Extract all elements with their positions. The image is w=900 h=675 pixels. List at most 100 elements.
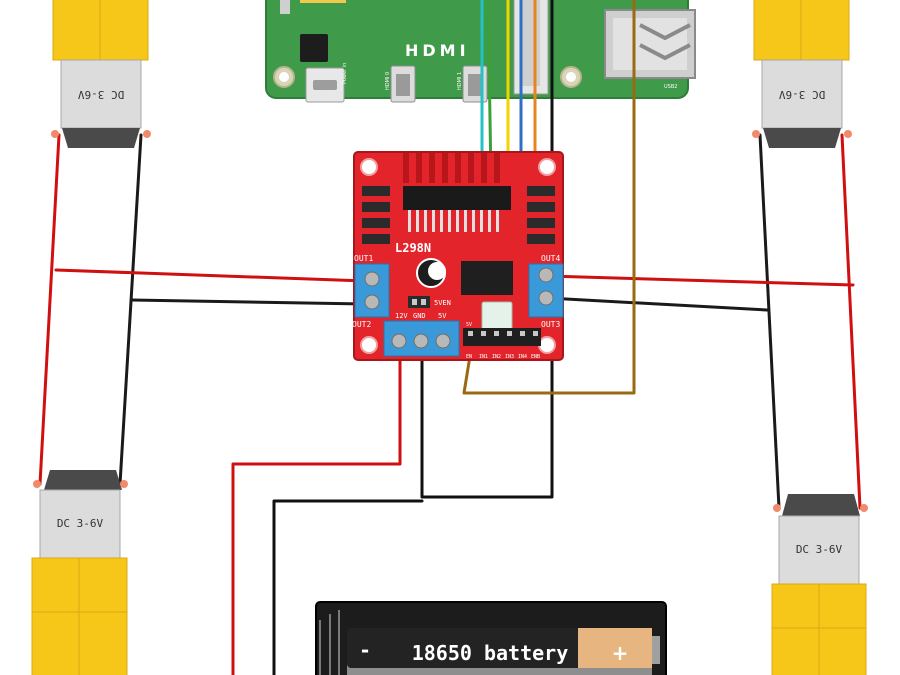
header-pin — [468, 331, 473, 336]
out2-label: OUT2 — [352, 320, 371, 329]
motor-can — [39, 489, 121, 559]
wire-red-battery — [231, 354, 402, 675]
motor-top-left: DC 3-6V — [51, 0, 151, 148]
header-pin-label: IN3 — [505, 354, 514, 360]
right-diodes — [527, 186, 555, 244]
usb-label: USB2 — [664, 84, 677, 90]
wire-red-out4 — [546, 274, 855, 287]
terminal-screw — [391, 333, 407, 349]
mount-hole — [360, 336, 378, 354]
header-pin-label: EN — [466, 354, 472, 360]
hdmi1-slot — [468, 74, 482, 96]
header-pin — [494, 331, 499, 336]
regulator — [461, 261, 513, 295]
control-header — [463, 328, 541, 346]
motor-label: DC 3-6V — [796, 543, 843, 556]
jumper-pin — [412, 299, 417, 305]
battery-terminal — [652, 636, 660, 664]
raspberry-pi-board: HDMI Power in HDMI 0 HDMI 1 USB2 — [265, 0, 696, 103]
camera-connector-slot — [522, 0, 540, 86]
wire-red-right-motors — [840, 133, 862, 510]
label-5v: 5V — [438, 312, 447, 320]
terminal-screw — [364, 271, 380, 287]
header-pin — [481, 331, 486, 336]
battery-wrap — [347, 628, 582, 668]
wire-black-out4 — [546, 296, 769, 312]
chip — [300, 34, 328, 62]
hdmi0-label: HDMI 0 — [385, 72, 391, 90]
wire-black-out1 — [130, 298, 367, 306]
battery-minus: - — [361, 638, 369, 662]
wire-red-left-motors — [38, 133, 61, 486]
hdmi0-slot — [396, 74, 410, 96]
terminal-screw — [364, 294, 380, 310]
pi-pad — [280, 0, 290, 14]
usb-port-detail — [639, 23, 691, 61]
wire-brown-ena — [462, 0, 636, 395]
terminal-screw — [538, 267, 554, 283]
mount-hole-inner — [279, 72, 289, 82]
header-pin-label: ENB — [531, 354, 540, 360]
power-port-slot — [313, 80, 337, 90]
terminal-screw — [413, 333, 429, 349]
heatsink — [403, 153, 500, 183]
jumper-pin — [421, 299, 426, 305]
header-pin — [520, 331, 525, 336]
motor-end-cap — [44, 470, 122, 490]
motor-terminal — [844, 130, 852, 138]
hdmi1-label: HDMI 1 — [457, 72, 463, 90]
label-gnd: GND — [413, 312, 426, 320]
motor-terminal — [773, 504, 781, 512]
motor-top-right: DC 3-6V — [752, 0, 852, 148]
header-pin-label: IN1 — [479, 354, 488, 360]
mount-hole-inner — [566, 72, 576, 82]
battery-positive-band — [578, 628, 652, 668]
capacitor-top — [428, 262, 446, 280]
motor-end-cap — [62, 128, 140, 148]
chip-pins — [408, 210, 499, 232]
motor-terminal — [33, 480, 41, 488]
header-pin-label: IN4 — [518, 354, 527, 360]
l298-chip — [403, 186, 511, 210]
wire-black-left-motors — [118, 133, 143, 486]
terminal-screw — [538, 290, 554, 306]
motor-terminal — [143, 130, 151, 138]
motor-can — [60, 59, 142, 129]
battery-spring — [319, 610, 340, 675]
hdmi-label: HDMI — [405, 41, 470, 60]
sven-label: 5VEN — [434, 299, 451, 307]
motor-end-cap — [782, 494, 860, 516]
motor-terminal — [120, 480, 128, 488]
terminal-screw — [435, 333, 451, 349]
wire-black-right-motors — [758, 133, 781, 510]
motor-can — [761, 59, 843, 129]
motor-label: DC 3-6V — [57, 517, 104, 530]
motor-terminal — [752, 130, 760, 138]
motor-bottom-left: DC 3-6V — [31, 470, 128, 675]
motor-label: DC 3-6V — [77, 88, 124, 101]
battery-plus: + — [612, 641, 629, 665]
battery-holder: - 18650 battery + — [315, 601, 667, 675]
mount-hole — [538, 336, 556, 354]
header-pin — [507, 331, 512, 336]
header-pin-label: IN2 — [492, 354, 501, 360]
out1-label: OUT1 — [354, 254, 373, 263]
out4-label: OUT4 — [541, 254, 560, 263]
power-label: Power in — [342, 63, 348, 84]
usb-port-inner — [613, 18, 687, 70]
motor-terminal — [51, 130, 59, 138]
l298n-driver-board: L298N 5VEN OUT1 OUT2 OUT4 OUT3 12V GND 5… — [352, 151, 564, 361]
mount-hole — [360, 158, 378, 176]
header-pin-labels: EN IN1 IN2 IN3 IN4 ENB — [466, 331, 540, 360]
wire-red-out1 — [54, 268, 367, 283]
motor-label: DC 3-6V — [778, 88, 825, 101]
wire-black-battery — [272, 499, 424, 675]
motor-can — [778, 515, 860, 585]
5v-enable-jumper — [408, 296, 430, 308]
header-pin — [533, 331, 538, 336]
header-5v-label: 5V — [466, 322, 472, 328]
motor-terminal — [860, 504, 868, 512]
battery-label: 18650 battery — [412, 641, 569, 665]
driver-name: L298N — [395, 241, 431, 255]
